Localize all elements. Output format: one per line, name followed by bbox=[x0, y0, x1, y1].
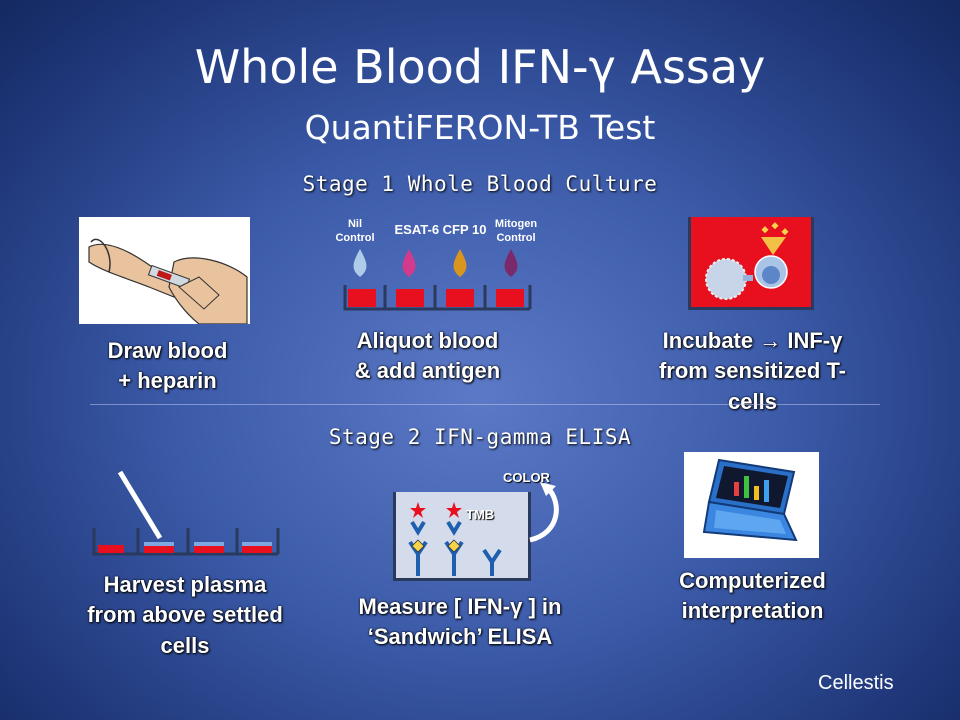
laptop-illustration bbox=[702, 458, 798, 542]
stage-divider bbox=[90, 404, 880, 405]
draw-blood-caption: Draw blood + heparin bbox=[60, 336, 275, 397]
elisa-caption: Measure [ IFN-γ ] in ‘Sandwich’ ELISA bbox=[320, 592, 600, 653]
computer-caption-line2: interpretation bbox=[681, 598, 824, 624]
color-label: COLOR bbox=[503, 470, 550, 485]
wells-drops-graphic bbox=[343, 249, 532, 311]
aliquot-caption-line1: Aliquot blood bbox=[356, 328, 499, 353]
computer-caption: Computerized interpretation bbox=[630, 566, 875, 627]
draw-caption-line2: + heparin bbox=[118, 368, 217, 394]
mitogen-label-2: Control bbox=[496, 232, 536, 245]
aliquot-caption: Aliquot blood & add antigen bbox=[300, 326, 555, 387]
attribution-text: Cellestis bbox=[818, 672, 894, 694]
incubate-caption: Incubate → INF-γ from sensitized T- cell… bbox=[625, 326, 880, 417]
incubate-caption-line3: cells bbox=[728, 388, 777, 414]
harvest-diagram bbox=[92, 470, 280, 556]
elisa-caption-line2: ‘Sandwich’ ELISA bbox=[367, 624, 553, 650]
computer-caption-line1: Computerized bbox=[679, 568, 826, 593]
blood-draw-illustration bbox=[88, 238, 248, 325]
elisa-caption-line1: Measure [ IFN-γ ] in bbox=[358, 594, 562, 619]
slide-subtitle: QuantiFERON-TB Test bbox=[304, 108, 656, 147]
computer-image bbox=[684, 452, 819, 558]
aliquot-diagram: Nil Control ESAT-6 CFP 10 Mitogen Contro… bbox=[325, 212, 540, 312]
mitogen-control-label: Mitogen Control bbox=[490, 217, 542, 246]
draw-blood-image bbox=[79, 217, 250, 325]
incubate-caption-line1: Incubate → INF-γ bbox=[662, 328, 843, 353]
harvest-caption: Harvest plasma from above settled cells bbox=[55, 570, 315, 661]
nil-label-1: Nil bbox=[347, 218, 363, 230]
harvest-caption-line2: from above settled bbox=[87, 602, 283, 628]
nil-control-label: Nil Control bbox=[330, 217, 380, 246]
incubate-image bbox=[688, 217, 814, 310]
nil-label-2: Control bbox=[335, 232, 375, 245]
stage1-heading: Stage 1 Whole Blood Culture bbox=[302, 172, 658, 196]
stage2-heading: Stage 2 IFN-gamma ELISA bbox=[328, 425, 632, 449]
mitogen-label-1: Mitogen bbox=[494, 218, 538, 230]
esat-label: ESAT-6 CFP 10 bbox=[394, 222, 487, 237]
incubate-caption-line2: from sensitized T- bbox=[658, 358, 847, 384]
harvest-caption-line1: Harvest plasma bbox=[103, 572, 267, 597]
draw-caption-line1: Draw blood bbox=[107, 338, 228, 363]
tmb-label: TMB bbox=[466, 507, 495, 522]
elisa-well bbox=[393, 492, 531, 581]
tcell-illustration bbox=[705, 222, 789, 300]
elisa-antibodies bbox=[408, 502, 502, 576]
aliquot-caption-line2: & add antigen bbox=[354, 358, 501, 384]
color-arrow bbox=[529, 482, 559, 543]
harvest-caption-line3: cells bbox=[160, 632, 210, 658]
slide-title: Whole Blood IFN-γ Assay bbox=[194, 40, 766, 94]
